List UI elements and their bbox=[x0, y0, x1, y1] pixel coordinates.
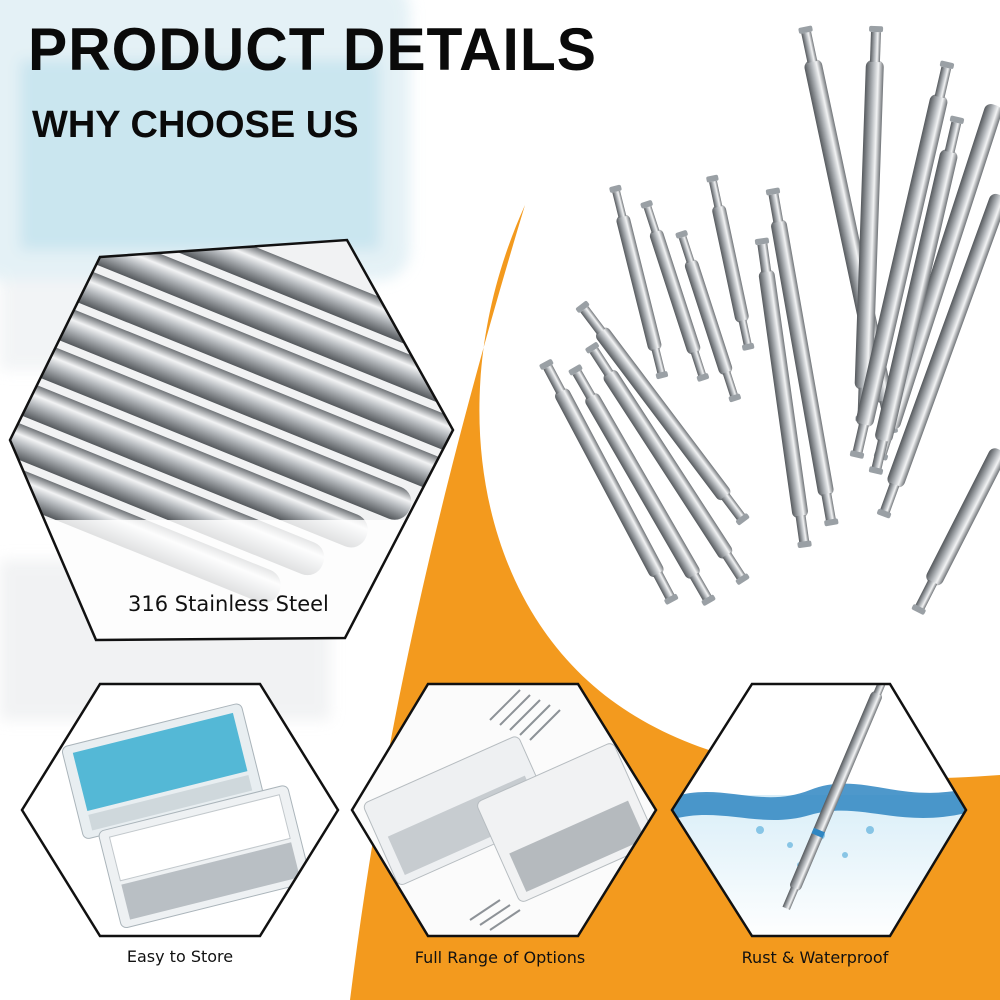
hexagon-rust-waterproof bbox=[670, 682, 968, 938]
stainless-steel-label: 316 Stainless Steel bbox=[128, 592, 329, 616]
page-subtitle: WHY CHOOSE US bbox=[32, 104, 359, 146]
hexagon-full-range bbox=[350, 682, 658, 938]
easy-to-store-label: Easy to Store bbox=[126, 947, 234, 966]
full-range-label: Full Range of Options bbox=[414, 948, 586, 967]
page-title: PRODUCT DETAILS bbox=[28, 16, 597, 83]
hexagon-easy-to-store bbox=[20, 682, 340, 938]
rust-waterproof-label: Rust & Waterproof bbox=[741, 948, 889, 967]
